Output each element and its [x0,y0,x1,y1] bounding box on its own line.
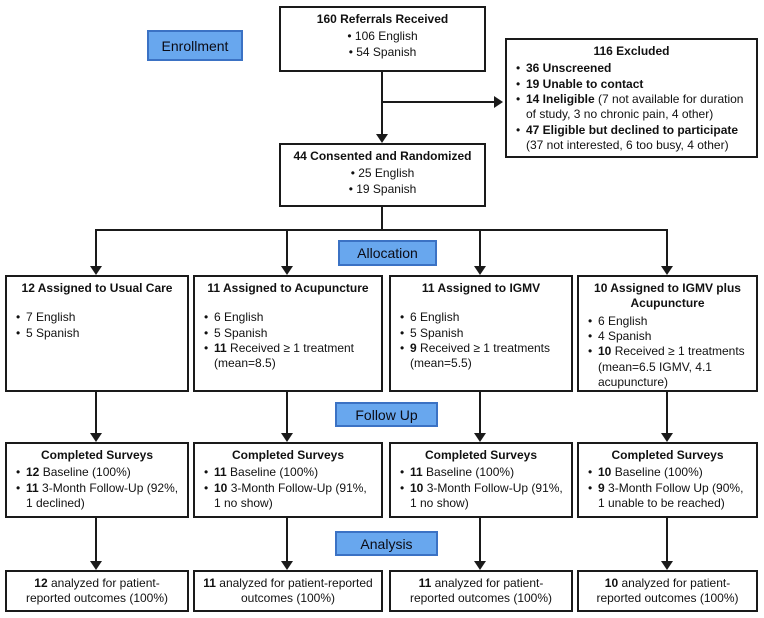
connector-line [286,229,288,266]
connector-line [381,72,383,135]
allocation-box-title: 12 Assigned to Usual Care [21,281,173,295]
analysis-box-text: 12 analyzed for patient-reported outcome… [25,575,169,605]
consented-title: 44 Consented and Randomized [293,149,472,163]
list-item: 9 3-Month Follow Up (90%, 1 unable to be… [585,481,750,512]
connector-line [479,392,481,433]
list-item: 25 English [287,166,478,181]
arrow-down-icon [90,561,102,570]
connector-line [95,229,668,231]
list-item: 14 Ineligible (7 not available for durat… [513,92,750,123]
follow-up-box-igmv: Completed Surveys 11 Baseline (100%) 10 … [389,442,573,518]
analysis-box-igmv: 11 analyzed for patient-reported outcome… [389,570,573,612]
follow-up-box-title: Completed Surveys [40,448,154,462]
follow-up-box-title: Completed Surveys [424,448,538,462]
stage-label-allocation: Allocation [338,240,437,266]
list-item: 10 3-Month Follow-Up (91%, 1 no show) [201,481,375,512]
connector-line [381,101,495,103]
follow-up-box-acupuncture: Completed Surveys 11 Baseline (100%) 10 … [193,442,383,518]
connector-line [479,518,481,561]
allocation-box-title: 10 Assigned to IGMV plus Acupuncture [594,281,741,311]
connector-line [95,518,97,561]
referrals-box: 160 Referrals Received 106 English 54 Sp… [279,6,486,72]
arrow-down-icon [474,433,486,442]
arrow-down-icon [281,266,293,275]
arrow-down-icon [376,134,388,143]
arrow-down-icon [661,433,673,442]
list-item: 11 Baseline (100%) [397,465,565,481]
allocation-box-title: 11 Assigned to Acupuncture [207,281,369,295]
list-item: 4 Spanish [585,329,750,345]
analysis-box-igmv-plus-acupuncture: 10 analyzed for patient-reported outcome… [577,570,758,612]
analysis-box-acupuncture: 11 analyzed for patient-reported outcome… [193,570,383,612]
allocation-box-title: 11 Assigned to IGMV [421,281,541,295]
list-item: 9 Received ≥ 1 treatments (mean=5.5) [397,341,565,372]
stage-label-follow-up-text: Follow Up [355,406,418,423]
excluded-box: 116 Excluded 36 Unscreened 19 Unable to … [505,38,758,158]
list-item: 6 English [585,314,750,330]
connector-line [666,229,668,266]
consented-box: 44 Consented and Randomized 25 English 1… [279,143,486,207]
stage-label-analysis-text: Analysis [360,535,413,552]
connector-line [479,229,481,266]
stage-label-enrollment: Enrollment [147,30,243,61]
stage-label-analysis: Analysis [335,531,438,556]
list-item: 19 Spanish [287,182,478,197]
connector-line [286,518,288,561]
list-item: 5 Spanish [397,326,565,342]
analysis-box-text: 11 analyzed for patient-reported outcome… [203,575,373,605]
allocation-box-acupuncture: 11 Assigned to Acupuncture 6 English 5 S… [193,275,383,392]
connector-line [381,207,383,230]
list-item: 6 English [201,310,375,326]
follow-up-box-title: Completed Surveys [611,448,724,462]
referrals-title: 160 Referrals Received [316,12,449,26]
follow-up-box-usual-care: Completed Surveys 12 Baseline (100%) 11 … [5,442,189,518]
arrow-down-icon [281,433,293,442]
list-item: 11 Baseline (100%) [201,465,375,481]
analysis-box-usual-care: 12 analyzed for patient-reported outcome… [5,570,189,612]
list-item: 11 3-Month Follow-Up (92%, 1 declined) [13,481,181,512]
analysis-box-text: 10 analyzed for patient-reported outcome… [596,575,739,605]
arrow-down-icon [661,561,673,570]
allocation-box-usual-care: 12 Assigned to Usual Care 7 English 5 Sp… [5,275,189,392]
list-item: 6 English [397,310,565,326]
analysis-box-text: 11 analyzed for patient-reported outcome… [409,575,553,605]
list-item: 7 English [13,310,181,326]
list-item: 10 Baseline (100%) [585,465,750,481]
list-item: 5 Spanish [13,326,181,342]
stage-label-enrollment-text: Enrollment [161,37,229,54]
arrow-down-icon [474,561,486,570]
list-item: 12 Baseline (100%) [13,465,181,481]
arrow-down-icon [90,433,102,442]
list-item: 47 Eligible but declined to participate … [513,123,750,154]
list-item: 10 Received ≥ 1 treatments (mean=6.5 IGM… [585,344,750,390]
stage-label-follow-up: Follow Up [335,402,438,427]
arrow-down-icon [661,266,673,275]
list-item: 54 Spanish [287,45,478,60]
arrow-down-icon [474,266,486,275]
arrow-down-icon [90,266,102,275]
connector-line [95,229,97,266]
arrow-down-icon [281,561,293,570]
stage-label-allocation-text: Allocation [357,245,418,261]
allocation-box-igmv: 11 Assigned to IGMV 6 English 5 Spanish … [389,275,573,392]
connector-line [666,392,668,433]
list-item: 36 Unscreened [513,61,750,77]
follow-up-box-title: Completed Surveys [231,448,345,462]
connector-line [286,392,288,433]
follow-up-box-igmv-plus-acupuncture: Completed Surveys 10 Baseline (100%) 9 3… [577,442,758,518]
list-item: 11 Received ≥ 1 treatment (mean=8.5) [201,341,375,372]
list-item: 10 3-Month Follow-Up (91%, 1 no show) [397,481,565,512]
connector-line [95,392,97,433]
list-item: 19 Unable to contact [513,77,750,93]
list-item: 5 Spanish [201,326,375,342]
connector-line [666,518,668,561]
arrow-right-icon [494,96,503,108]
allocation-box-igmv-plus-acupuncture: 10 Assigned to IGMV plus Acupuncture 6 E… [577,275,758,392]
excluded-title: 116 Excluded [593,44,670,58]
list-item: 106 English [287,29,478,44]
